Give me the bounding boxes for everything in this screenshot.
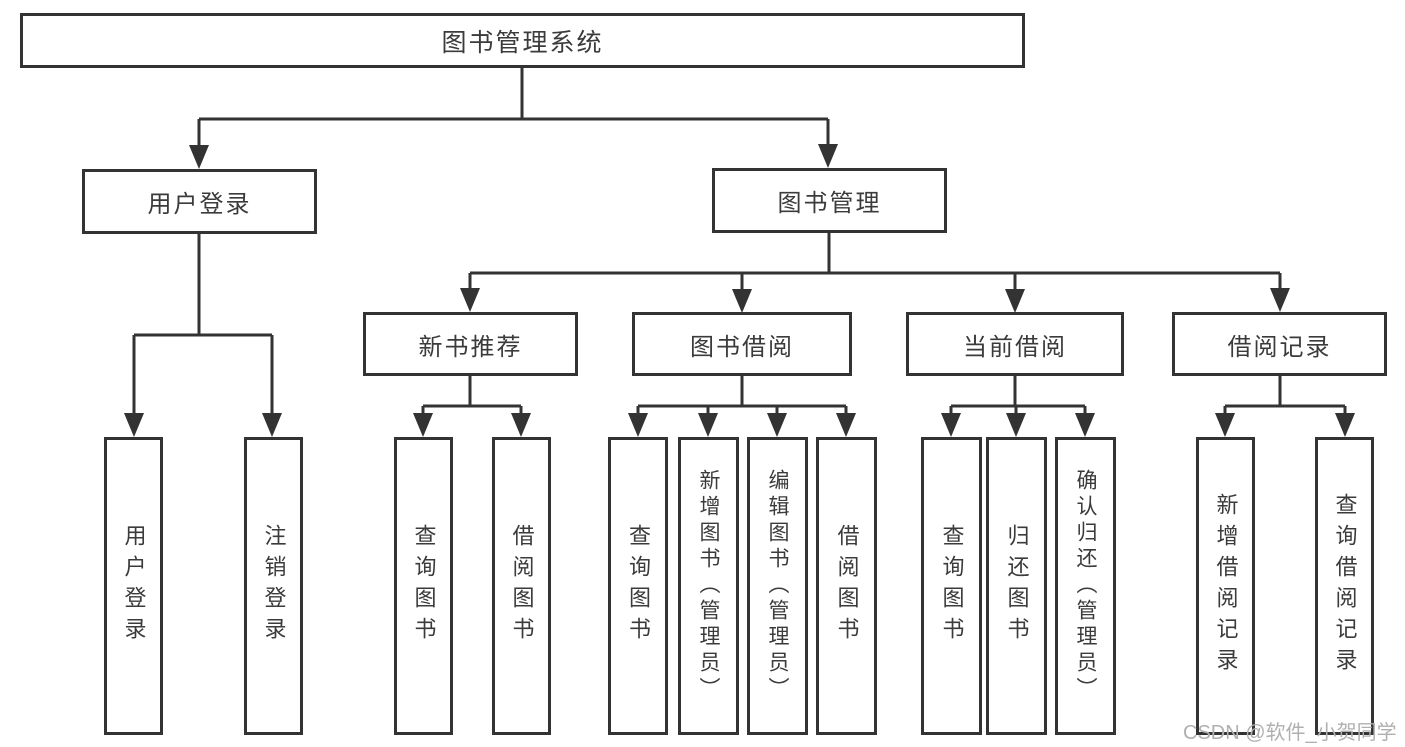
leaf-borrow-query-books: 查询图书 — [608, 437, 668, 735]
leaf-borrow-edit-books-admin: 编辑图书（管理员） — [747, 437, 808, 735]
leaf-recommend-query-books: 查询图书 — [394, 437, 453, 735]
leaf-current-return-books: 归还图书 — [986, 437, 1047, 735]
leaf-logout-login: 注销登录 — [244, 437, 303, 735]
leaf-records-query-record: 查询借阅记录 — [1315, 437, 1374, 735]
node-borrow-records: 借阅记录 — [1172, 312, 1387, 376]
node-user-login: 用户登录 — [82, 169, 317, 234]
node-book-borrow: 图书借阅 — [632, 312, 852, 376]
node-current-borrow: 当前借阅 — [906, 312, 1124, 376]
node-new-book-recommend: 新书推荐 — [363, 312, 578, 376]
leaf-records-add-record: 新增借阅记录 — [1196, 437, 1255, 735]
leaf-user-login: 用户登录 — [104, 437, 163, 735]
leaf-recommend-borrow-books: 借阅图书 — [492, 437, 551, 735]
leaf-current-confirm-return-admin: 确认归还（管理员） — [1055, 437, 1116, 735]
node-root: 图书管理系统 — [20, 13, 1025, 68]
watermark-text: CSDN @软件_小贺同学 — [1183, 722, 1397, 744]
leaf-current-query-books: 查询图书 — [921, 437, 982, 735]
leaf-borrow-add-books-admin: 新增图书（管理员） — [678, 437, 739, 735]
node-book-management: 图书管理 — [712, 168, 947, 233]
leaf-borrow-borrow-books: 借阅图书 — [816, 437, 877, 735]
